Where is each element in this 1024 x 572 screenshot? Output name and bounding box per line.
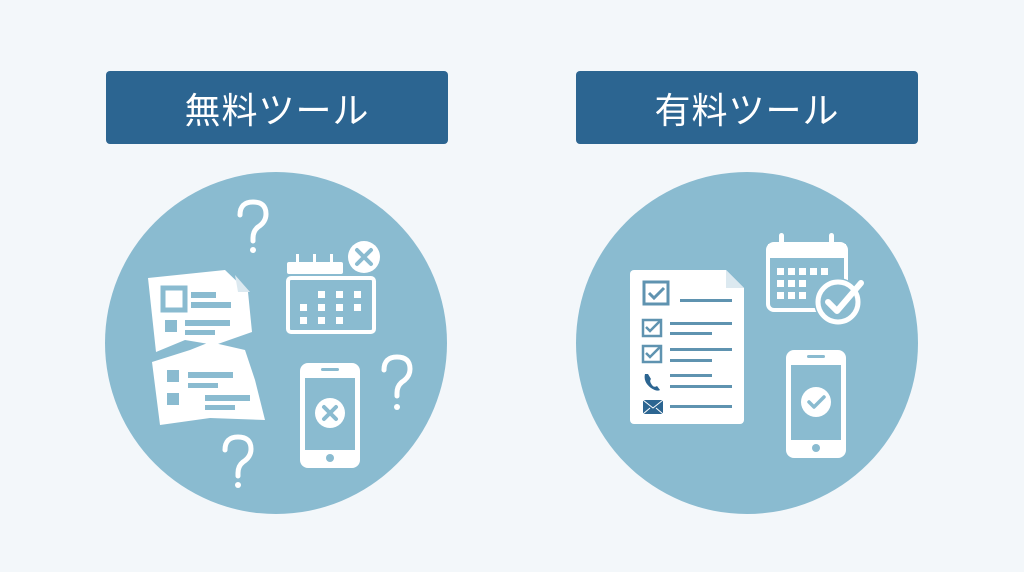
calendar-x-icon bbox=[286, 241, 380, 334]
smartphone-check-icon bbox=[786, 350, 846, 458]
question-mark-icon bbox=[222, 434, 254, 488]
phone-icon bbox=[644, 374, 660, 391]
torn-document-icon bbox=[148, 270, 265, 425]
free-tool-label: 無料ツール bbox=[106, 71, 448, 144]
envelope-icon bbox=[642, 399, 664, 415]
smartphone-x-icon bbox=[300, 363, 360, 468]
question-mark-icon bbox=[381, 354, 413, 410]
checklist-document-icon bbox=[630, 270, 744, 424]
paid-tool-label: 有料ツール bbox=[576, 71, 918, 144]
calendar-check-icon bbox=[766, 233, 864, 326]
question-mark-icon bbox=[237, 199, 269, 253]
